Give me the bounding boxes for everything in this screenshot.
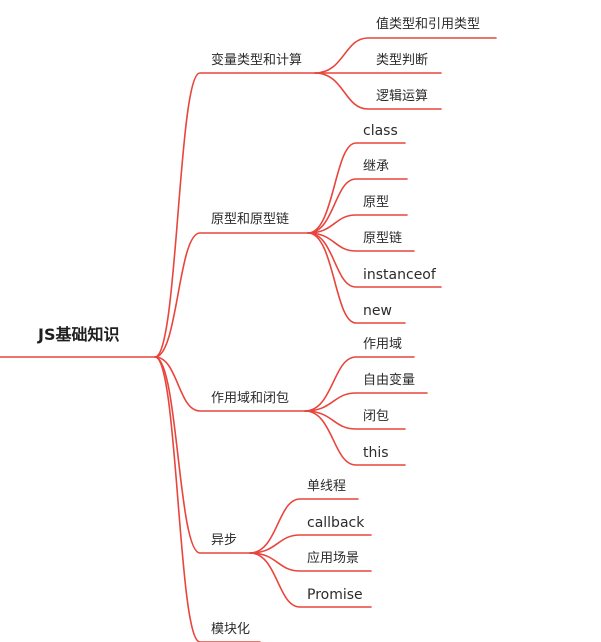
leaf-prototype-chain[interactable]: 原型链 xyxy=(363,231,403,246)
leaf-connector-9 xyxy=(304,356,415,412)
leaf-connector-0 xyxy=(314,37,497,74)
leaf-prototype[interactable]: 原型 xyxy=(363,195,390,210)
branch-connector-4 xyxy=(154,356,261,642)
leaf-scope[interactable]: 作用域 xyxy=(363,337,403,352)
leaf-single-thread[interactable]: 单线程 xyxy=(307,479,347,494)
leaf-inheritance[interactable]: 继承 xyxy=(363,159,390,174)
root-topic[interactable]: JS基础知识 xyxy=(38,325,120,344)
leaf-type-check[interactable]: 类型判断 xyxy=(376,53,429,68)
leaf-connector-8 xyxy=(307,232,406,324)
branch-connector-3 xyxy=(154,356,251,554)
leaf-connector-7 xyxy=(307,232,442,288)
branch-async[interactable]: 异步 xyxy=(211,533,238,548)
branch-variable-types[interactable]: 变量类型和计算 xyxy=(211,53,303,68)
leaf-connector-10 xyxy=(304,392,428,412)
branch-scope-closure[interactable]: 作用域和闭包 xyxy=(211,391,290,406)
leaf-connector-4 xyxy=(307,178,408,234)
leaf-closure[interactable]: 闭包 xyxy=(363,409,390,424)
branch-modules[interactable]: 模块化 xyxy=(211,622,251,637)
leaf-connector-13 xyxy=(249,498,359,554)
leaf-instanceof[interactable]: instanceof xyxy=(363,267,436,283)
leaf-connector-14 xyxy=(249,534,372,554)
leaf-connector-2 xyxy=(314,72,442,110)
leaf-value-reference-types[interactable]: 值类型和引用类型 xyxy=(376,17,481,32)
leaf-logic-ops[interactable]: 逻辑运算 xyxy=(376,89,429,104)
leaf-connector-11 xyxy=(304,410,406,430)
leaf-connector-16 xyxy=(249,552,372,608)
leaf-this[interactable]: this xyxy=(363,445,389,461)
leaf-callback[interactable]: callback xyxy=(307,515,365,531)
leaf-free-variable[interactable]: 自由变量 xyxy=(363,373,416,388)
leaf-connector-3 xyxy=(307,142,406,234)
leaf-connector-15 xyxy=(249,552,372,572)
branch-connector-1 xyxy=(154,232,309,358)
leaf-class[interactable]: class xyxy=(363,123,398,139)
leaf-connector-12 xyxy=(304,410,406,466)
leaf-connector-6 xyxy=(307,232,415,252)
branch-connector-2 xyxy=(154,356,306,412)
leaf-promise[interactable]: Promise xyxy=(307,587,363,603)
branch-connector-0 xyxy=(154,72,316,358)
leaf-use-cases[interactable]: 应用场景 xyxy=(307,551,360,566)
leaf-new[interactable]: new xyxy=(363,303,392,319)
leaf-connector-5 xyxy=(307,214,408,234)
branch-prototype-chain[interactable]: 原型和原型链 xyxy=(211,212,290,227)
